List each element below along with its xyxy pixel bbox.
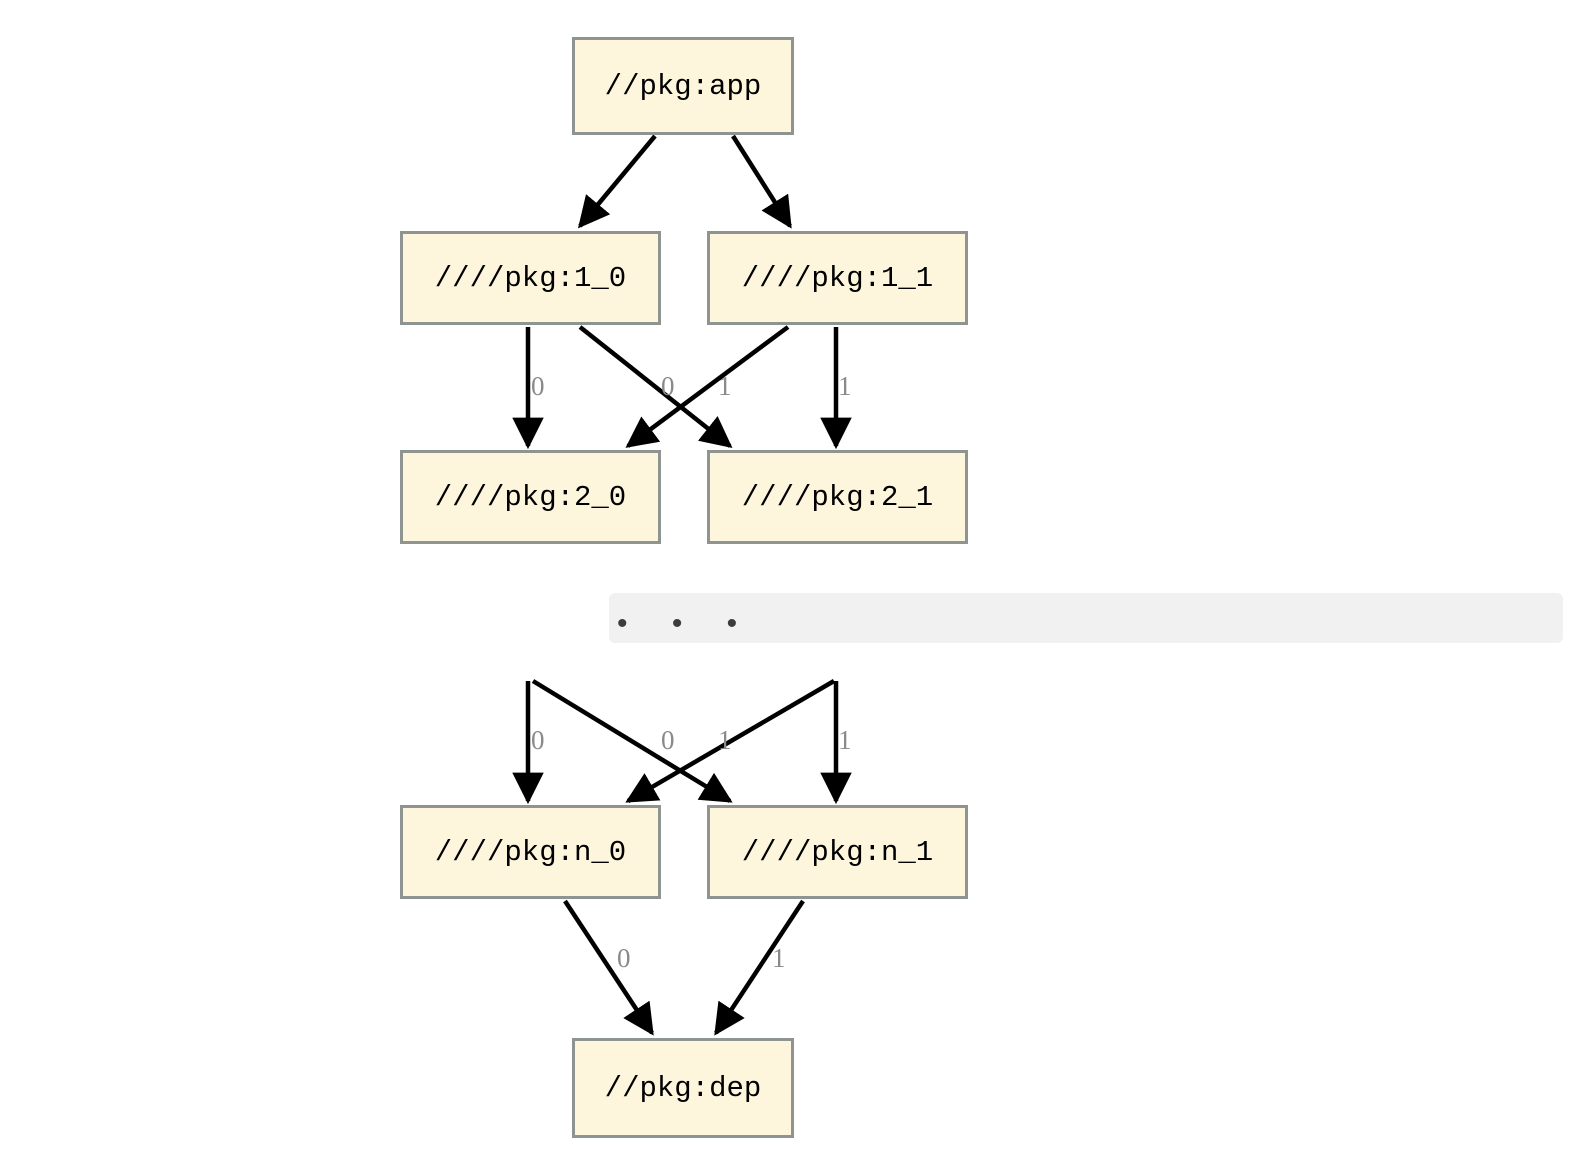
node-label-2_0: ////pkg:2_0: [434, 480, 627, 514]
node-2_1[interactable]: ////pkg:2_1: [707, 450, 968, 544]
node-2_0[interactable]: ////pkg:2_0: [400, 450, 661, 544]
edge-elided-to-n_0-b: [625, 679, 836, 803]
node-label-app: //pkg:app: [604, 69, 762, 103]
node-label-2_1: ////pkg:2_1: [741, 480, 934, 514]
edge-label-n_0-dep: 0: [617, 943, 631, 973]
edge-n_1-to-dep: [714, 899, 805, 1036]
edge-label-n_1-dep: 1: [772, 943, 786, 973]
edge-label-elided-n_0-b: 1: [718, 725, 732, 755]
edge-app-to-1_0: [577, 134, 657, 229]
edge-elided-to-n_1-a: [531, 679, 733, 803]
edge-label-1_0-2_1: 0: [661, 371, 675, 401]
ellipsis-dots: • • •: [617, 607, 756, 640]
node-label-1_1: ////pkg:1_1: [741, 261, 934, 295]
edge-n_0-to-dep: [563, 899, 654, 1036]
edge-app-to-1_1: [731, 134, 792, 229]
edge-label-1_0-2_0: 0: [531, 371, 545, 401]
edge-label-elided-n_1-b: 1: [838, 725, 852, 755]
node-app[interactable]: //pkg:app: [572, 37, 794, 135]
elided-section-band: • • •: [609, 593, 1563, 643]
node-label-n_1: ////pkg:n_1: [741, 835, 934, 869]
edge-1_1-to-2_0: [625, 325, 790, 448]
node-1_1[interactable]: ////pkg:1_1: [707, 231, 968, 325]
node-n_1[interactable]: ////pkg:n_1: [707, 805, 968, 899]
edge-1_0-to-2_1: [578, 325, 733, 448]
edge-label-1_1-2_1: 1: [838, 371, 852, 401]
node-label-dep: //pkg:dep: [604, 1071, 762, 1105]
edge-label-elided-n_0-a: 0: [531, 725, 545, 755]
node-n_0[interactable]: ////pkg:n_0: [400, 805, 661, 899]
node-1_0[interactable]: ////pkg:1_0: [400, 231, 661, 325]
edge-label-1_1-2_0: 1: [718, 371, 732, 401]
edge-label-elided-n_1-a: 0: [661, 725, 675, 755]
node-dep[interactable]: //pkg:dep: [572, 1038, 794, 1138]
node-label-1_0: ////pkg:1_0: [434, 261, 627, 295]
node-label-n_0: ////pkg:n_0: [434, 835, 627, 869]
